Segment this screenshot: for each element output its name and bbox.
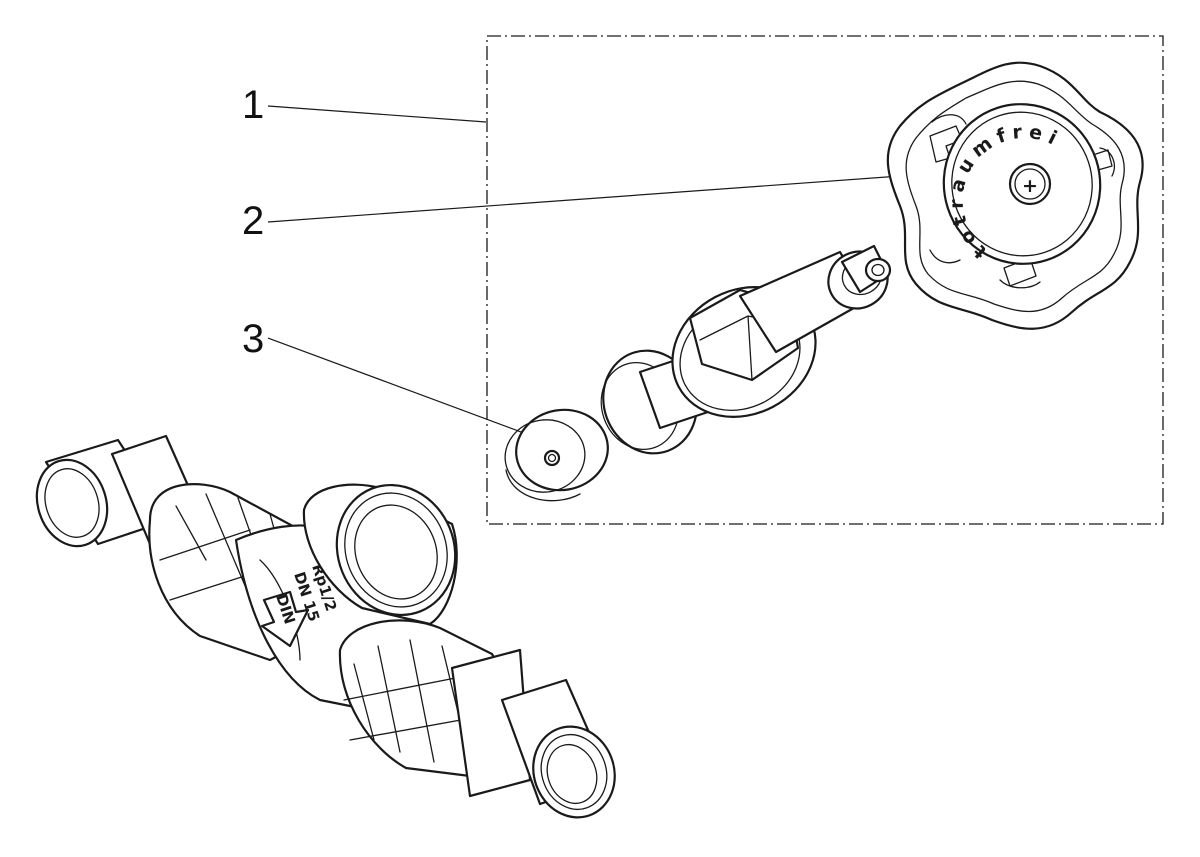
callout-number-2: 2	[242, 199, 264, 243]
valve-upper-part	[671, 244, 892, 418]
leader-line-1	[267, 105, 487, 123]
leader-line-2	[267, 175, 901, 223]
leader-line-3	[267, 337, 533, 437]
callout-number-1: 1	[242, 83, 264, 127]
assembly-group-boundary	[486, 35, 1164, 525]
valve-body: Rp1/2 DN 15 DIN	[35, 434, 616, 819]
handwheel-inner-rim	[905, 80, 1125, 313]
handwheel-screw	[1008, 162, 1052, 206]
callout-number-3: 3	[242, 317, 264, 361]
seat-washer	[504, 408, 609, 502]
handwheel: + totraumfrei	[886, 61, 1144, 330]
valve-body-bonnet-socket	[302, 483, 458, 626]
handwheel-screw-cross: +	[1022, 175, 1038, 197]
valve-body-right-press-end	[450, 648, 616, 819]
